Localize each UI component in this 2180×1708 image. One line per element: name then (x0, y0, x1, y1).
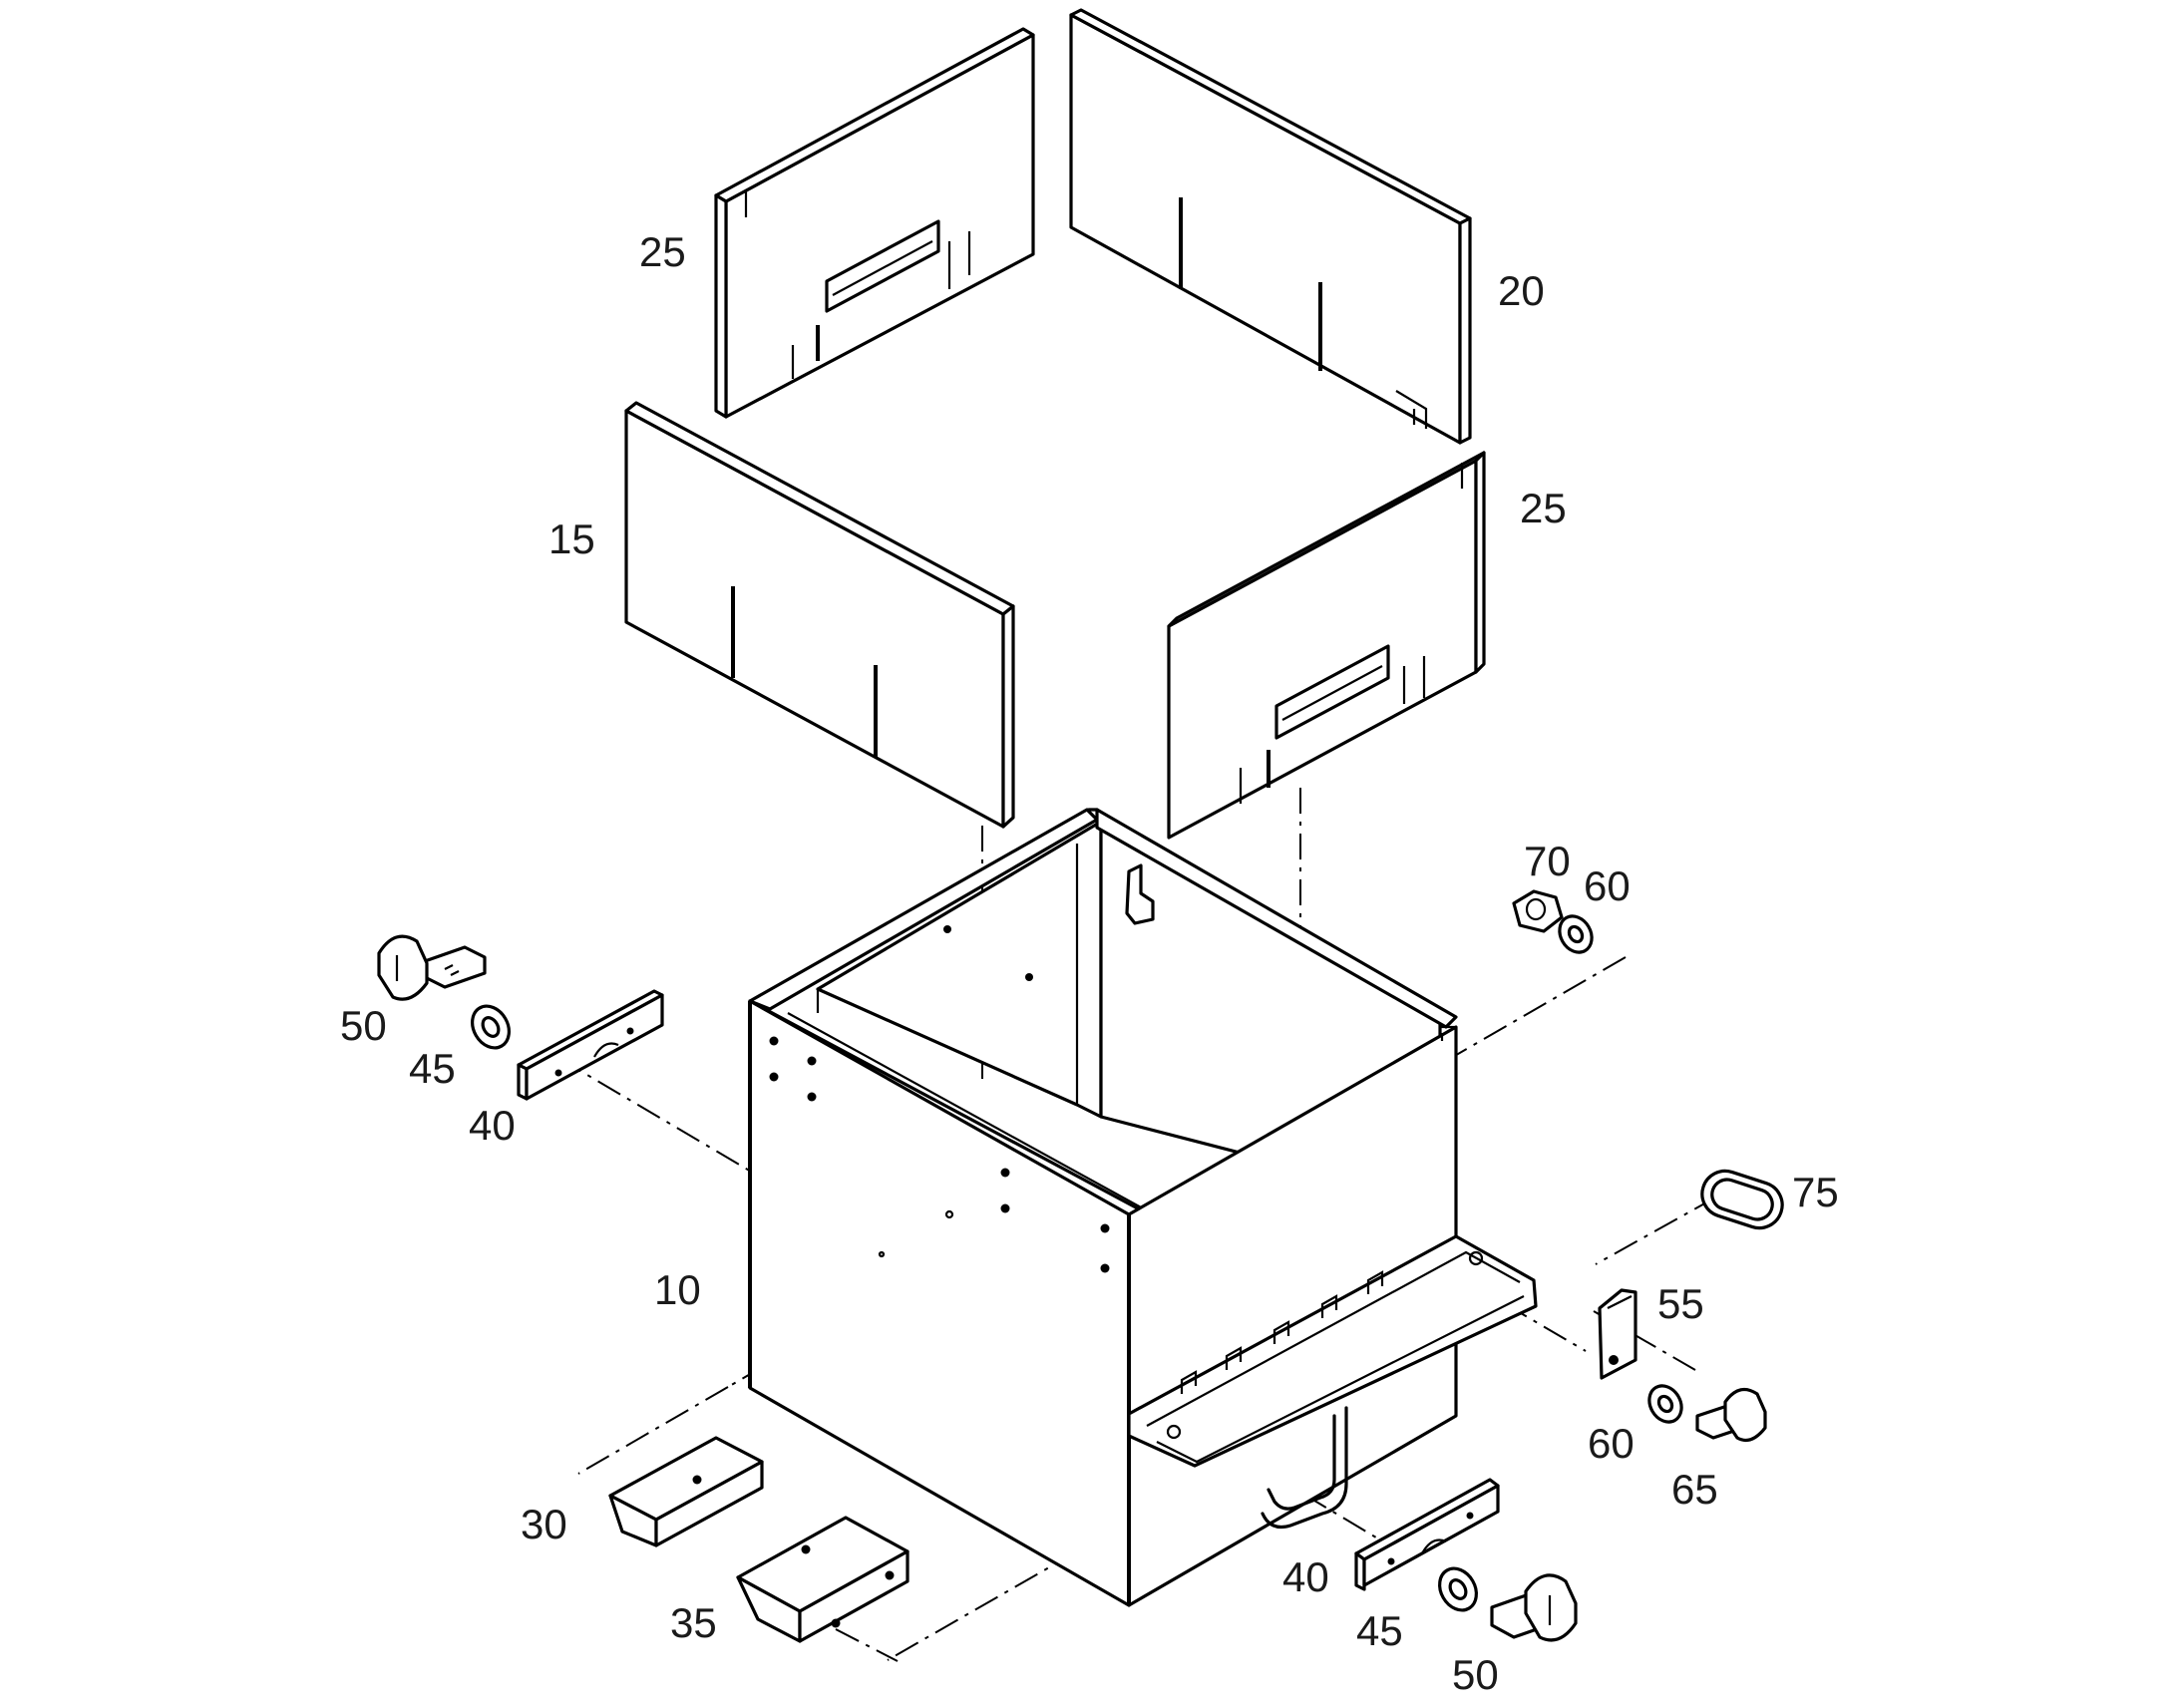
callout-washer-left: 45 (409, 1045, 456, 1092)
callout-panel-front-left: 15 (548, 515, 595, 562)
grommet (1700, 1169, 1784, 1230)
bolt-small (1695, 1387, 1767, 1442)
callout-labels: 10 15 20 25 25 30 35 40 40 45 45 50 50 5… (340, 228, 1839, 1698)
callout-panel-end-top-left: 25 (639, 228, 686, 275)
callout-panel-back-right: 20 (1498, 267, 1545, 314)
callout-bolt-right: 50 (1452, 1651, 1499, 1698)
callout-bracket-left: 40 (469, 1102, 516, 1149)
washer-right (1438, 1566, 1478, 1612)
callout-bolt-small: 65 (1671, 1466, 1718, 1513)
panel-end-right (1167, 451, 1486, 840)
bolt-left (377, 934, 487, 1001)
foot-right (736, 1516, 909, 1643)
callout-washer-lower: 60 (1588, 1420, 1635, 1467)
callout-box: 10 (654, 1266, 701, 1313)
callout-washer-right: 45 (1356, 1607, 1403, 1654)
panel-front-left (624, 401, 1015, 829)
callout-nut: 70 (1524, 838, 1571, 884)
callout-bolt-left: 50 (340, 1002, 387, 1049)
callout-washer-upper: 60 (1584, 862, 1631, 909)
bracket-right (1354, 1478, 1500, 1591)
callout-foot-right: 35 (670, 1599, 717, 1646)
foot-left (608, 1436, 764, 1547)
panel-end-top-left (714, 27, 1035, 419)
panel-back-right (1069, 8, 1472, 445)
washer-left (471, 1004, 511, 1050)
callout-clip: 55 (1657, 1280, 1704, 1327)
callout-grommet: 75 (1792, 1169, 1839, 1215)
washer-lower (1647, 1384, 1683, 1424)
callout-foot-left: 30 (521, 1501, 567, 1547)
nut (1512, 889, 1564, 933)
clip (1598, 1288, 1637, 1380)
bracket-left (517, 989, 664, 1101)
washer-upper (1558, 914, 1594, 954)
callout-bracket-right: 40 (1282, 1553, 1329, 1600)
bolt-right (1490, 1573, 1578, 1642)
battery-box (748, 808, 1538, 1607)
callout-panel-end-right: 25 (1520, 485, 1567, 531)
